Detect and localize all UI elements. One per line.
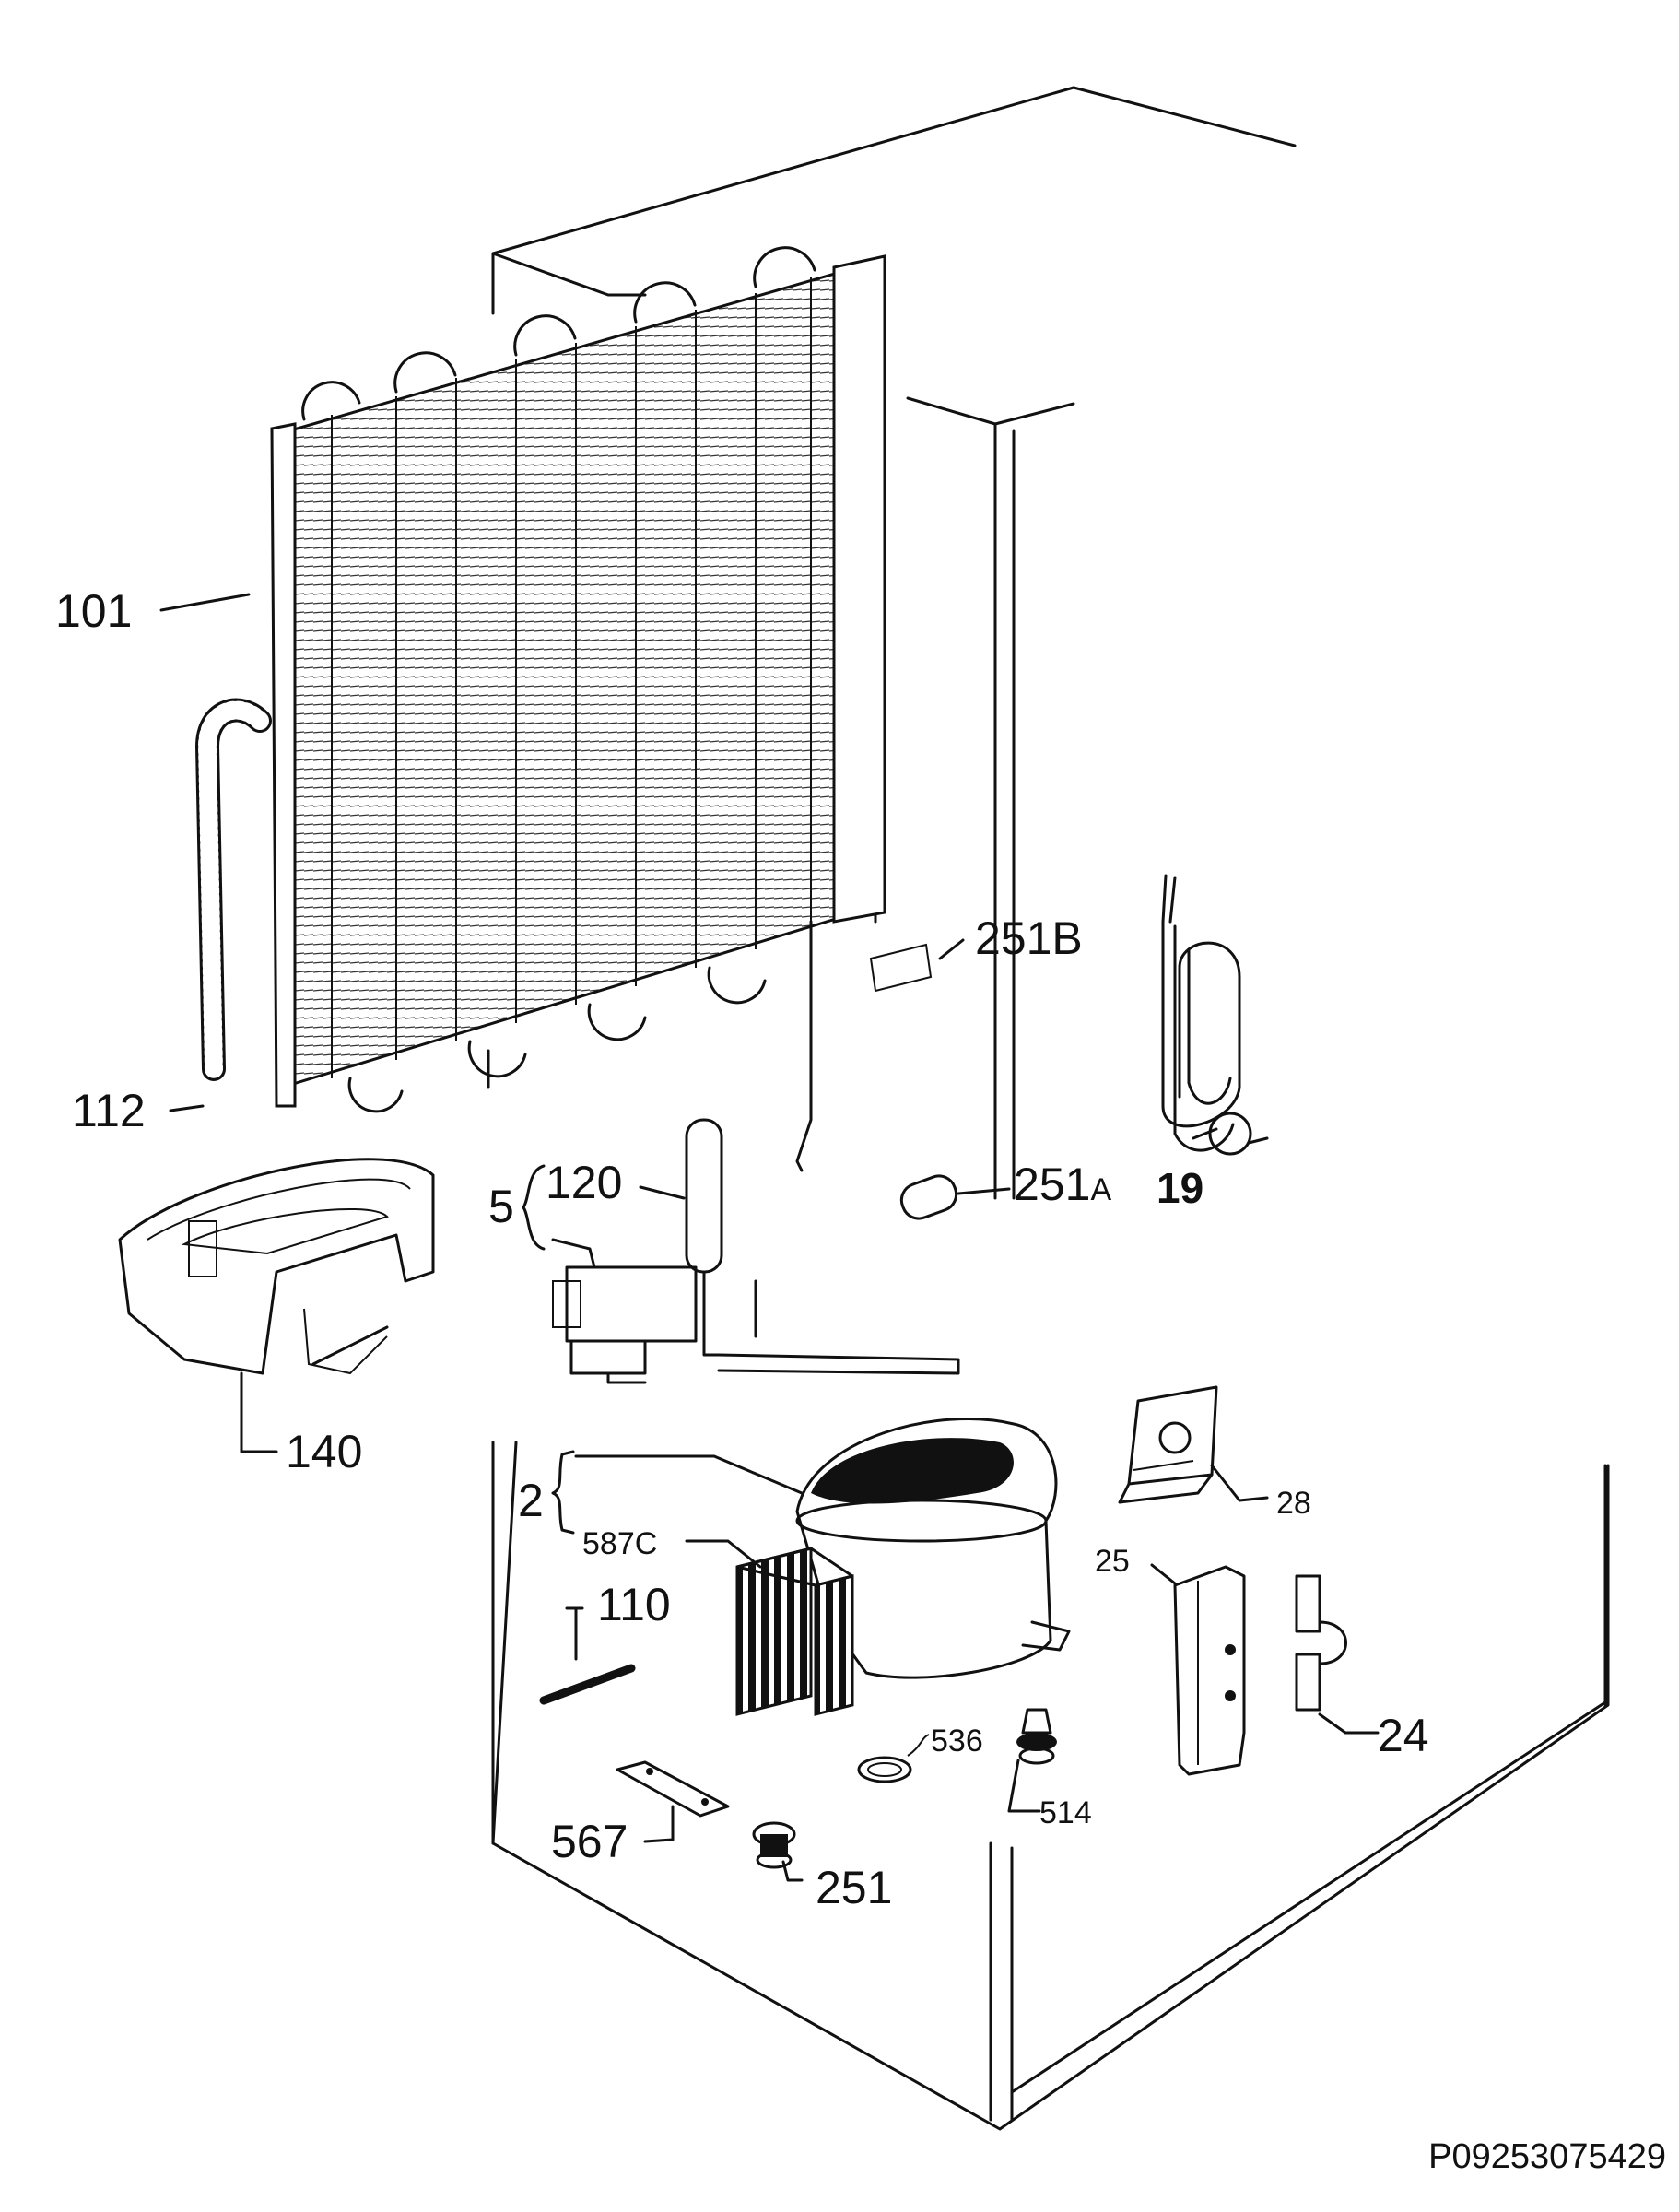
leader-lines — [159, 593, 1380, 1882]
drip-tray-140 — [118, 1158, 435, 1375]
callout-24: 24 — [1378, 1710, 1429, 1761]
callout-110: 110 — [597, 1579, 671, 1630]
spacer-567 — [616, 1760, 730, 1818]
callout-251A-number: 251 — [1014, 1159, 1090, 1210]
drier-valve-assembly-5 — [552, 1118, 960, 1384]
callout-567: 567 — [551, 1816, 628, 1867]
callout-labels: 101 112 140 5 120 251B 251A 19 2 587C 11… — [55, 585, 1429, 1913]
power-cord-19 — [1161, 874, 1269, 1156]
grommet-251A — [899, 1174, 958, 1220]
callout-587C: 587C — [582, 1526, 657, 1561]
cover-25 — [1173, 1565, 1246, 1776]
drain-hose-112 — [194, 698, 272, 1081]
cabinet-outline — [491, 86, 1610, 2131]
callout-25: 25 — [1095, 1544, 1130, 1579]
bracket-28 — [1118, 1385, 1218, 1504]
callout-28: 28 — [1276, 1486, 1311, 1521]
thermal-protector-24 — [1295, 1574, 1347, 1712]
callout-120: 120 — [546, 1157, 622, 1208]
rod-110 — [539, 1664, 636, 1705]
callout-112: 112 — [72, 1085, 146, 1136]
clip-251B — [869, 943, 933, 993]
callout-19: 19 — [1157, 1164, 1203, 1212]
condenser-101 — [270, 246, 886, 1172]
callout-514: 514 — [1039, 1795, 1092, 1830]
callout-140: 140 — [286, 1426, 362, 1477]
callout-251B: 251B — [975, 912, 1083, 964]
callout-251A: 251A — [1014, 1159, 1111, 1210]
callout-2: 2 — [518, 1475, 544, 1526]
compressor-2 — [795, 1418, 1071, 1679]
callout-5: 5 — [488, 1181, 514, 1232]
foot-514 — [1016, 1708, 1057, 1765]
callout-251: 251 — [816, 1862, 892, 1913]
washer-536 — [857, 1756, 912, 1783]
relay-cover-587C — [735, 1547, 854, 1716]
callout-536: 536 — [931, 1724, 983, 1759]
callout-251A-suffix: A — [1090, 1172, 1111, 1207]
callout-101: 101 — [55, 585, 132, 637]
grommet-251 — [752, 1821, 796, 1869]
diagram-code: P09253075429 — [1428, 2137, 1666, 2176]
